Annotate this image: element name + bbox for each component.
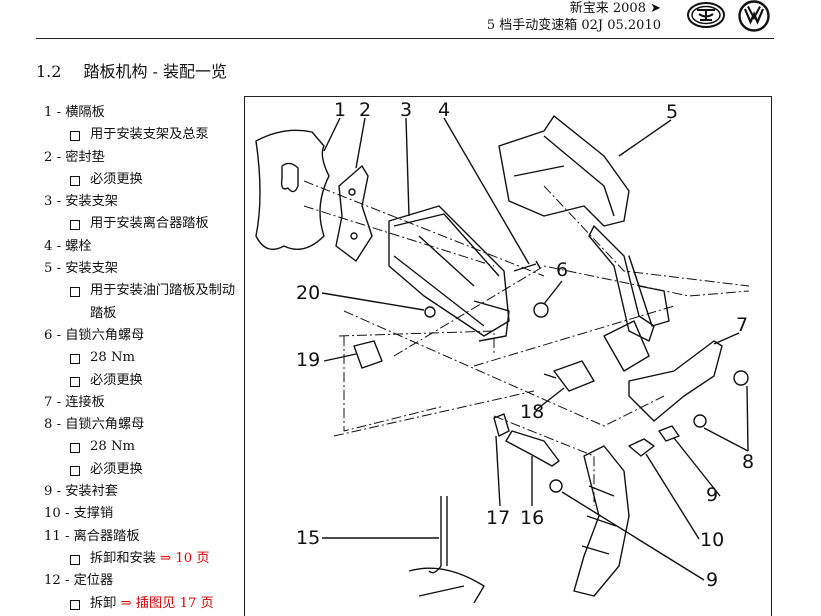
callout-number: 16 (520, 507, 544, 529)
callout-number: 5 (666, 101, 678, 123)
document-header: 新宝来 2008 ➤ 5 档手动变速箱 02J 05.2010 (487, 0, 661, 34)
part-item: 6 - 自锁六角螺母 (44, 327, 145, 343)
section-heading: 1.2 踏板机构 - 装配一览 (36, 58, 227, 82)
callout-number: 9 (706, 569, 718, 591)
callout-number: 15 (296, 527, 320, 549)
part-note: 28 Nm (44, 347, 244, 369)
part-item: 8 - 自锁六角螺母 (44, 417, 145, 433)
part-item: 10 - 支撑销 (44, 506, 114, 522)
part-item: 5 - 安装支架 (44, 261, 118, 277)
page-reference-link[interactable]: ⇒ 插图见 17 页 (116, 595, 214, 611)
callout-number: 19 (296, 349, 320, 371)
part-item: 11 - 离合器踏板 (44, 528, 140, 544)
callout-number: 7 (736, 314, 748, 336)
note-text: 用于安装离合器踏板 (90, 216, 209, 232)
callout-number: 20 (296, 282, 320, 304)
part-item: 12 - 定位器 (44, 573, 114, 589)
note-text: 28 Nm (90, 350, 136, 366)
callout-number: 9 (706, 484, 718, 506)
note-text: 拆卸和安装 ⇒ 10 页 (90, 550, 210, 566)
callout-number: 1 (334, 99, 346, 121)
callout-number: 2 (359, 99, 371, 121)
callout-number: 10 (700, 529, 724, 551)
part-item: 9 - 安装衬套 (44, 484, 118, 500)
callout-number: 4 (438, 99, 450, 121)
part-item: 4 - 螺栓 (44, 238, 92, 254)
part-note: 必须更换 (44, 370, 244, 392)
header-rule (36, 38, 774, 39)
part-item: 3 - 安装支架 (44, 194, 118, 210)
part-note: 必须更换 (44, 169, 244, 191)
part-note: 拆卸和安装 ⇒ 10 页 (44, 548, 244, 570)
part-note: 用于安装支架及总泵 (44, 124, 244, 146)
note-text: 用于安装油门踏板及制动踏板 (90, 283, 236, 321)
section-number: 1.2 (36, 62, 62, 81)
model-line: 新宝来 2008 ➤ (569, 1, 661, 16)
callout-number: 6 (556, 259, 568, 281)
section-title: 踏板机构 - 装配一览 (83, 62, 228, 81)
callout-number: 8 (742, 451, 754, 473)
diagram-frame (244, 96, 772, 616)
callout-number: 17 (486, 507, 510, 529)
callout-number: 18 (520, 401, 544, 423)
note-text: 28 Nm (90, 439, 136, 455)
note-text: 用于安装支架及总泵 (90, 127, 209, 143)
part-note: 用于安装油门踏板及制动踏板 (44, 280, 244, 325)
faw-logo-icon (687, 2, 725, 28)
parts-list: 1 - 横隔板用于安装支架及总泵 2 - 密封垫必须更换 3 - 安装支架用于安装离… (44, 102, 244, 615)
page-reference-link[interactable]: ⇒ 10 页 (155, 550, 210, 566)
note-text: 必须更换 (90, 461, 143, 477)
note-text: 必须更换 (90, 171, 143, 187)
vw-logo-icon (738, 0, 770, 32)
doc-line: 5 档手动变速箱 02J 05.2010 (486, 18, 661, 33)
part-item: 7 - 连接板 (44, 394, 105, 410)
part-item: 2 - 密封垫 (44, 149, 105, 165)
part-item: 1 - 横隔板 (44, 105, 105, 120)
part-note: 28 Nm (44, 436, 244, 458)
part-note: 必须更换 (44, 459, 244, 481)
note-text: 拆卸 ⇒ 插图见 17 页 (90, 595, 214, 611)
callout-number: 3 (400, 99, 412, 121)
part-note: 拆卸 ⇒ 插图见 17 页 (44, 593, 244, 615)
part-note: 用于安装离合器踏板 (44, 213, 244, 235)
note-text: 必须更换 (90, 372, 143, 388)
